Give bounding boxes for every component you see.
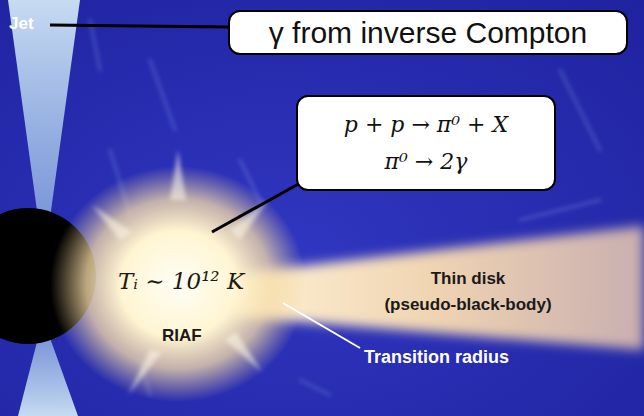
label-word: disk: [471, 269, 505, 288]
region-label: RIAF: [162, 326, 202, 346]
callout-text: γ from inverse Compton: [269, 16, 587, 49]
callout-text: π⁰ → 2γ: [385, 143, 468, 180]
transition-label: Transition radius: [364, 347, 509, 368]
jet-down: [18, 338, 78, 416]
region-label: Thin disk (pseudo-black-body): [382, 266, 554, 317]
jet-label: Jet: [9, 14, 34, 34]
label-word: Thin: [431, 269, 467, 288]
riaf-glow: [50, 166, 306, 402]
jet-up: [8, 0, 80, 218]
temperature-label: Tᵢ ∼ 10¹² K: [118, 268, 244, 294]
glow-rays: [92, 150, 268, 395]
leader-line: [50, 25, 230, 27]
callout-box: γ from inverse Compton: [228, 10, 628, 55]
callout-text: p + p → π⁰ + X: [344, 106, 508, 143]
leader-line: [283, 303, 360, 348]
label-word: (pseudo-black-body): [384, 295, 551, 314]
callout-box: p + p → π⁰ + Xπ⁰ → 2γ: [296, 95, 556, 191]
leader-line: [212, 182, 302, 232]
